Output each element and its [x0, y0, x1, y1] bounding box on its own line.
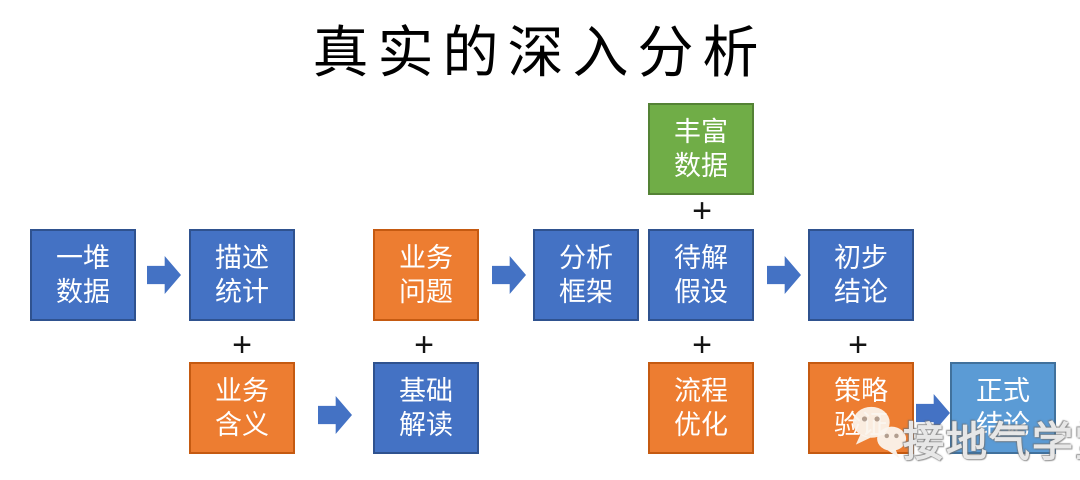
plus-connector: + — [848, 326, 868, 364]
diagram-title: 真实的深入分析 — [312, 21, 768, 84]
box-heap-data-label: 一堆 数据 — [56, 243, 110, 307]
box-rich-data-label: 丰富 数据 — [674, 117, 728, 181]
box-descriptive-stats: 描述 统计 — [189, 229, 295, 321]
box-formal-conclusion: 正式 结论 — [950, 362, 1056, 454]
box-business-question-label: 业务 问题 — [399, 243, 453, 307]
box-descriptive-stats-label: 描述 统计 — [215, 243, 269, 307]
arrow-right-icon — [147, 256, 181, 294]
box-strategy-validation: 策略 验证 — [808, 362, 914, 454]
box-pending-hypotheses: 待解 假设 — [648, 229, 754, 321]
box-preliminary-conclusion-label: 初步 结论 — [834, 243, 888, 307]
box-business-meaning-label: 业务 含义 — [215, 376, 269, 440]
box-analysis-framework: 分析 框架 — [533, 229, 639, 321]
box-process-optimization-label: 流程 优化 — [674, 376, 728, 440]
plus-connector: + — [232, 326, 252, 364]
box-basic-interpretation: 基础 解读 — [373, 362, 479, 454]
box-preliminary-conclusion: 初步 结论 — [808, 229, 914, 321]
box-business-meaning: 业务 含义 — [189, 362, 295, 454]
box-heap-data: 一堆 数据 — [30, 229, 136, 321]
box-pending-hypotheses-label: 待解 假设 — [674, 243, 728, 307]
arrow-right-icon — [492, 256, 526, 294]
box-strategy-validation-label: 策略 验证 — [834, 376, 888, 440]
box-business-question: 业务 问题 — [373, 229, 479, 321]
arrow-right-icon — [318, 396, 352, 434]
box-formal-conclusion-label: 正式 结论 — [976, 376, 1030, 440]
plus-connector: + — [692, 192, 712, 230]
box-process-optimization: 流程 优化 — [648, 362, 754, 454]
arrow-right-icon — [767, 256, 801, 294]
plus-connector: + — [692, 326, 712, 364]
box-basic-interpretation-label: 基础 解读 — [399, 376, 453, 440]
arrow-right-icon — [916, 394, 950, 432]
box-rich-data: 丰富 数据 — [648, 103, 754, 195]
plus-connector: + — [414, 326, 434, 364]
box-analysis-framework-label: 分析 框架 — [559, 243, 613, 307]
